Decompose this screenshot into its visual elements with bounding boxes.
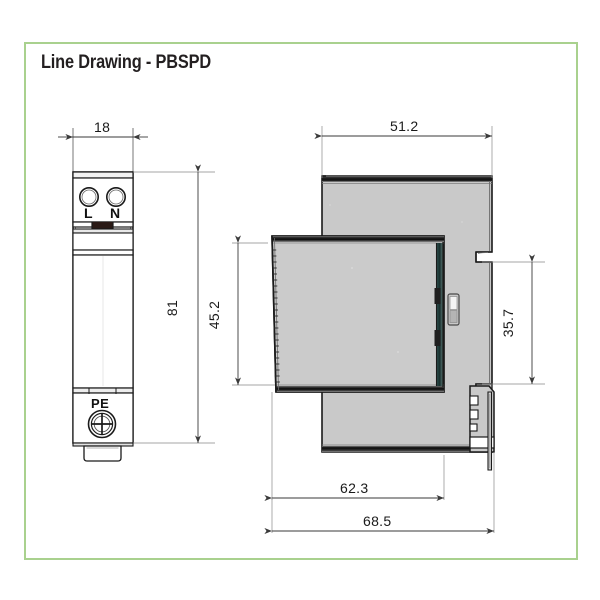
page-title: Line Drawing - PBSPD (41, 52, 211, 73)
dimension-text-18: 18 (94, 119, 111, 135)
dimension-text-62-3: 62.3 (340, 480, 369, 496)
dimension-text-51-2: 51.2 (390, 118, 419, 134)
terminal-label-l: L (84, 205, 93, 221)
dimension-text-35-7: 35.7 (500, 308, 516, 338)
earth-label-pe: PE (91, 396, 110, 411)
dimension-text-81: 81 (164, 299, 180, 317)
dimension-text-45-2: 45.2 (206, 300, 222, 330)
terminal-label-n: N (110, 205, 121, 221)
dimension-text-68-5: 68.5 (363, 513, 392, 529)
